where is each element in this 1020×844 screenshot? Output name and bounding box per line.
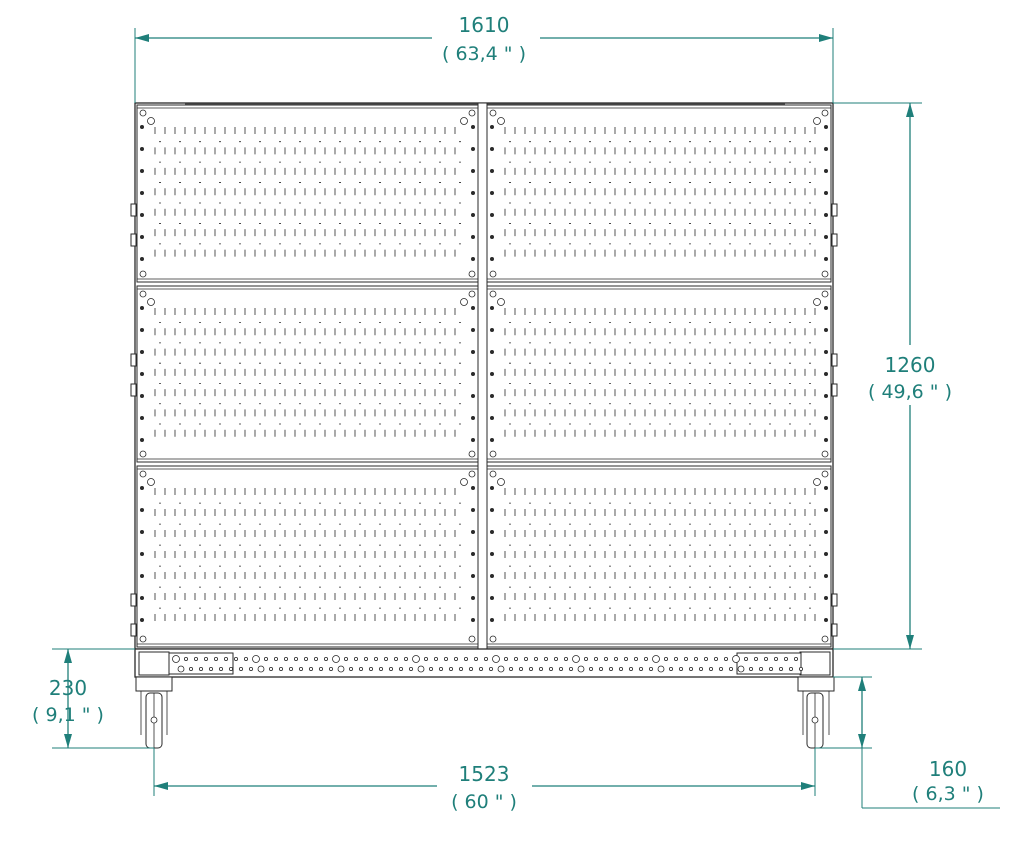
caster-span-imperial: ( 60 " ) [451,791,517,813]
base-rail [134,648,834,678]
caster-right [797,676,835,749]
perforated-panel [486,104,832,283]
overall-height-value: 1260 [885,353,936,377]
base-height-imperial: ( 9,1 " ) [32,704,104,726]
caster-height-value: 160 [929,757,967,781]
dimension-caster-height: 160 ( 6,3 " ) [815,676,1000,809]
overall-width-imperial: ( 63,4 " ) [442,43,526,65]
base-height-value: 230 [49,676,87,700]
caster-height-imperial: ( 6,3 " ) [912,783,984,805]
perforated-panel [136,104,479,283]
perforated-panel [136,285,479,463]
perforated-panel [486,465,832,648]
overall-height-imperial: ( 49,6 " ) [868,381,952,403]
dimension-caster-span: 1523 ( 60 " ) [153,748,816,813]
perforated-panel [136,465,479,648]
dimension-overall-width: 1610 ( 63,4 " ) [134,13,834,103]
caster-left [135,676,173,749]
frame-side-tabs [130,203,838,637]
cart-front-view [130,102,838,749]
overall-width-value: 1610 [459,13,510,37]
dimension-overall-height: 1260 ( 49,6 " ) [833,102,952,650]
perforated-panels [136,104,832,648]
caster-span-value: 1523 [459,762,510,786]
center-post [477,102,488,650]
perforated-panel [486,285,832,463]
dimension-base-height: 230 ( 9,1 " ) [32,648,154,749]
